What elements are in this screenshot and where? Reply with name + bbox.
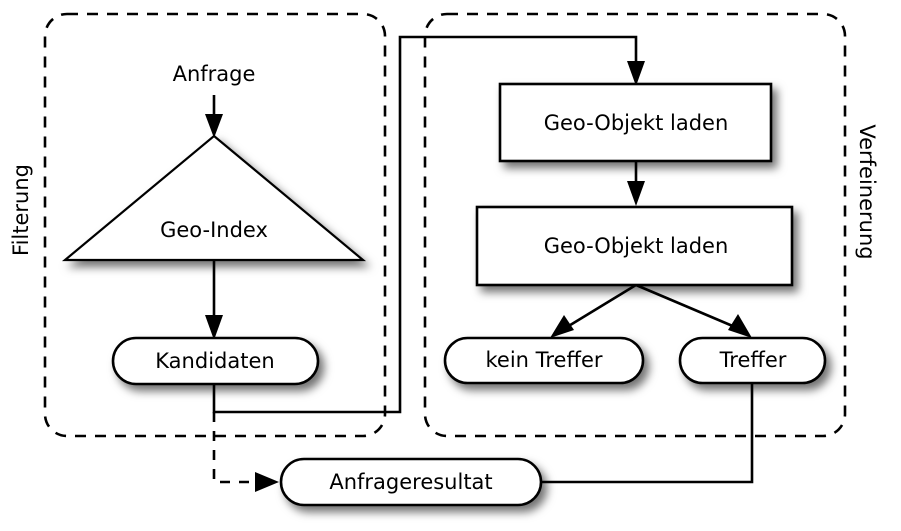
edge-geo-objekt-laden-2-to-treffer <box>635 283 752 338</box>
node-kein-treffer[interactable]: kein Treffer <box>443 336 645 385</box>
node-geo-objekt-laden-1-label: Geo-Objekt laden <box>544 111 729 135</box>
node-geo-index-shape <box>61 134 367 262</box>
node-anfrageresultat[interactable]: Anfrageresultat <box>279 457 543 507</box>
edge-kandidaten-to-anfrageresultat <box>212 412 279 492</box>
group-verfeinerung-label: Verfeinerung <box>855 124 879 259</box>
edge-geo-index-to-kandidaten <box>205 260 223 340</box>
arrow-head-icon <box>255 472 279 492</box>
arrow-head-icon <box>627 61 645 86</box>
node-geo-index-label: Geo-Index <box>160 218 268 242</box>
node-anfrageresultat-label: Anfrageresultat <box>329 470 492 494</box>
node-kandidaten-shape <box>111 336 320 386</box>
edge-anfrage-to-geo-index <box>205 95 223 138</box>
edge-geo-objekt-laden-1-to-geo-objekt-laden-2 <box>627 161 645 206</box>
node-kein-treffer-label: kein Treffer <box>485 348 602 372</box>
node-anfrage-label: Anfrage <box>173 62 256 86</box>
node-anfrageresultat-shape <box>279 457 543 507</box>
arrow-head-icon <box>627 181 645 206</box>
group-verfeinerung-border <box>423 12 847 438</box>
group-verfeinerung: Verfeinerung <box>423 12 879 438</box>
node-treffer-label: Treffer <box>719 348 787 372</box>
node-kein-treffer-shape <box>443 336 645 385</box>
node-geo-objekt-laden-2-shape <box>475 205 794 287</box>
edge-geo-objekt-laden-2-to-kein-treffer <box>550 283 637 338</box>
node-geo-index[interactable]: Geo-Index <box>61 134 367 262</box>
node-kandidaten-label: Kandidaten <box>155 349 274 373</box>
node-geo-objekt-laden-1[interactable]: Geo-Objekt laden <box>498 82 773 163</box>
arrow-head-icon <box>205 315 223 340</box>
arrow-head-icon <box>728 314 752 338</box>
node-treffer-shape <box>678 336 827 385</box>
group-filterung-label: Filterung <box>9 164 33 256</box>
node-geo-objekt-laden-2[interactable]: Geo-Objekt laden <box>475 205 794 287</box>
node-kandidaten[interactable]: Kandidaten <box>111 336 320 386</box>
node-anfrage[interactable]: Anfrage <box>173 62 256 86</box>
edge-treffer-to-anfrageresultat <box>541 383 754 484</box>
node-geo-objekt-laden-1-shape <box>498 82 773 163</box>
node-geo-objekt-laden-2-label: Geo-Objekt laden <box>544 234 729 258</box>
arrow-head-icon <box>550 315 574 338</box>
arrow-head-icon <box>205 114 223 138</box>
edge-kandidaten-to-geo-objekt-laden-1 <box>212 35 645 414</box>
node-treffer[interactable]: Treffer <box>678 336 827 385</box>
